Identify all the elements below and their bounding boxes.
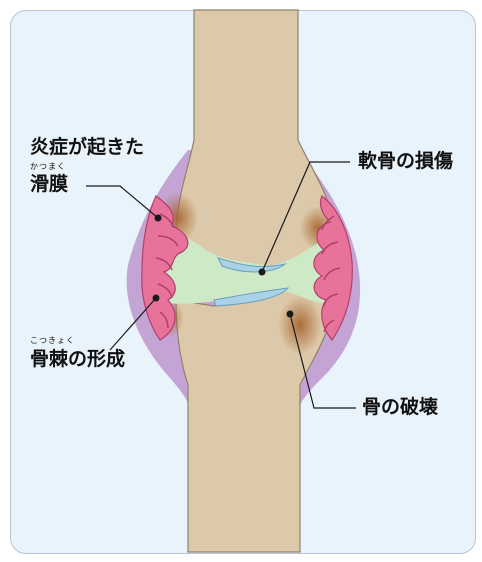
- label-cartilage-damage: 軟骨の損傷: [358, 152, 453, 171]
- ruby-osteophyte: こつきょく: [30, 337, 75, 345]
- label-inflamed-synovium-line1: 炎症が起きた: [30, 138, 144, 157]
- label-synovium: 滑膜: [30, 175, 68, 194]
- ruby-synovium: かつまく: [30, 163, 66, 171]
- erosion-lower-right: [278, 295, 322, 355]
- label-bone-destruction: 骨の破壊: [362, 398, 438, 417]
- label-osteophyte-formation: 骨棘の形成: [30, 350, 125, 369]
